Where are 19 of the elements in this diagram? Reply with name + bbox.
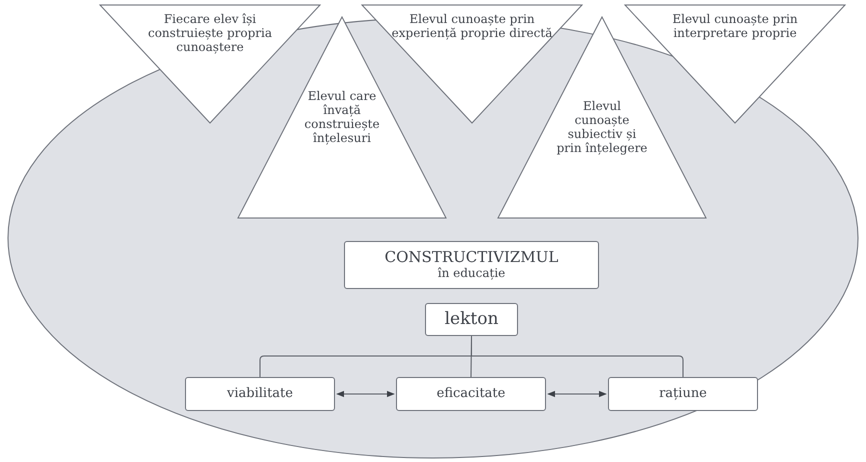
double-arrow <box>547 390 607 398</box>
box-title: eficacitate <box>436 386 506 402</box>
box-title: viabilitate <box>227 386 293 402</box>
box-title: rațiune <box>659 386 707 402</box>
concept-box <box>608 377 758 411</box>
triangle-text: Elevul cunoaște prin interpretare proprie <box>671 12 799 40</box>
concept-box <box>344 241 599 289</box>
double-arrow <box>336 390 395 398</box>
connector-line <box>471 336 684 378</box>
triangle-text: Elevul cunoaște subiectiv și prin înțelegere <box>556 99 648 155</box>
concept-box <box>185 377 335 411</box>
box-title: lekton <box>444 310 498 330</box>
box-subtitle: în educație <box>438 266 506 281</box>
box-title: CONSTRUCTIVIZMUL <box>384 249 558 267</box>
concept-box <box>425 303 518 336</box>
concept-box <box>396 377 546 411</box>
triangle-text: Fiecare elev își construiește propria cunoaștere <box>146 12 273 54</box>
triangle-text: Elevul cunoaște prin experiență proprie directă <box>390 12 554 40</box>
triangle-text: Elevul care învață construiește înțelesuri <box>303 89 381 145</box>
